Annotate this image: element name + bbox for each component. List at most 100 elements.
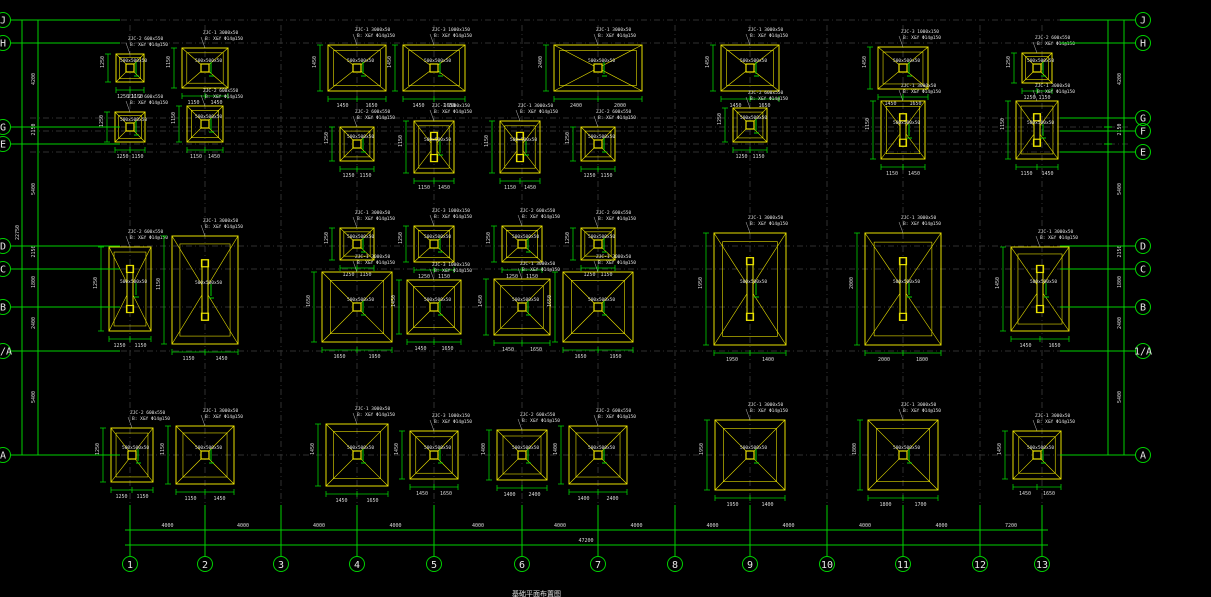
footing-dim-text: 1250	[506, 274, 518, 280]
pier-size-label: 500x500x50	[195, 445, 222, 451]
drawing-title: 基础平面布置图	[512, 589, 561, 597]
footing-reinforcement-label: B: X&Y Φ14@150	[598, 216, 636, 222]
label-leader	[745, 33, 751, 46]
footing-type-label: ZJC-2 600x550	[520, 412, 556, 418]
dimension-text-right: 2150	[1117, 123, 1123, 135]
dimension-lines: 4200215054002150180024005400227504200215…	[15, 20, 1125, 546]
footing-type-label: ZJC-1 3000x50	[596, 254, 632, 260]
axis-bubble	[742, 556, 758, 572]
pier-size-label: 500x500x50	[195, 58, 222, 64]
footing-dim-text: 1250	[717, 113, 723, 125]
footing-dim-text: 1450	[524, 185, 536, 191]
pier-size-label: 500x500x50	[512, 445, 539, 451]
footing-reinforcement-label: B: X&Y Φ14@150	[132, 416, 170, 422]
footing-step	[584, 231, 612, 257]
footing-dim-text: 1250	[486, 232, 492, 244]
label-leader	[593, 33, 599, 46]
axis-bubble	[1135, 343, 1151, 359]
footing-reinforcement-label: B: X&Y Φ14@150	[903, 89, 941, 95]
column	[200, 450, 210, 460]
axis-label-13: 13	[1036, 560, 1048, 571]
footing-reinforcement-label: B: X&Y Φ14@150	[130, 100, 168, 106]
dimension-text-bottom: 4000	[782, 523, 794, 529]
footing-dim-text: 1650	[443, 103, 455, 109]
footing-type-label: ZJC-1 3000x50	[203, 408, 239, 414]
footing-step	[723, 428, 777, 482]
footing-reinforcement-label: B: X&Y Φ14@150	[750, 96, 788, 102]
footing-type-label: ZJC-1 3000x50	[1035, 83, 1071, 89]
footing-dim-text: 1250	[116, 154, 128, 160]
footing-dim-text: 1650	[366, 498, 378, 504]
footing-dim-text: 1250	[735, 154, 747, 160]
footing-reinforcement-label: B: X&Y Φ14@150	[434, 268, 472, 274]
footing-dim-text: 1150	[438, 274, 450, 280]
column	[429, 450, 439, 460]
footing-type-label: ZJC-1 3000x50	[203, 218, 239, 224]
footing-type-label: ZJC-1 3000x50	[901, 215, 937, 221]
dimension-text-bottom: 4000	[706, 523, 718, 529]
axis-bubble	[1135, 35, 1151, 51]
dimension-text-left: 2150	[31, 123, 37, 135]
footing-dim-text: 1450	[416, 491, 428, 497]
column	[898, 312, 908, 321]
footing-reinforcement-label: B: X&Y Φ14@150	[1037, 41, 1075, 47]
footing-type-label: ZJC-1 3000x50	[203, 30, 239, 36]
column	[352, 139, 362, 149]
footing-reinforcement-label: B: X&Y Φ14@150	[750, 221, 788, 227]
label-leader	[125, 235, 131, 248]
footing-dim-text: 1450	[995, 277, 1001, 289]
footing-dim-text: 1250	[324, 232, 330, 244]
pier-size-label: 500x500x50	[588, 234, 615, 240]
footing-reinforcement-label: B: X&Y Φ14@150	[434, 109, 472, 115]
footing-dim-text: 1400	[762, 357, 774, 363]
footing-dim-text: 1150	[398, 135, 404, 147]
pier-size-label: 500x500x50	[424, 58, 451, 64]
footing-type-label: ZJC-2 600x550	[203, 88, 239, 94]
footing-dim-text: 1950	[726, 502, 738, 508]
footing-step	[343, 231, 371, 257]
footing-dim-text: 1250	[342, 272, 354, 278]
footing-step	[571, 280, 625, 334]
column	[593, 239, 603, 249]
footing-dim-text: 1150	[600, 272, 612, 278]
footing-reinforcement-label: B: X&Y Φ14@150	[522, 418, 560, 424]
label-leader	[1032, 419, 1038, 432]
label-leader	[745, 96, 751, 109]
column	[352, 450, 362, 460]
dimension-text-bottom: 4000	[554, 523, 566, 529]
footing-dim-text: 1150	[131, 154, 143, 160]
pier-size-label: 500x500x50	[424, 137, 451, 143]
footing-step	[408, 50, 460, 86]
column	[429, 302, 439, 312]
dimension-text-right: 5400	[1117, 183, 1123, 195]
footing-dim-text: 1650	[1048, 343, 1060, 349]
axis-label-10: 10	[821, 560, 833, 571]
column	[517, 302, 527, 312]
axis-bubble	[514, 556, 530, 572]
footing-step	[330, 280, 384, 334]
footing-dim-text: 1950	[368, 354, 380, 360]
label-leader	[429, 214, 435, 227]
label-leader	[898, 35, 904, 48]
footing-type-label: ZJC-1 3000x50	[1038, 229, 1074, 235]
footing-reinforcement-label: B: X&Y Φ14@150	[205, 224, 243, 230]
footing-reinforcement-label: B: X&Y Φ14@150	[903, 221, 941, 227]
footing-dim-text: 1150	[171, 112, 177, 124]
footing-step	[191, 110, 219, 138]
footing-dim-text: 1400	[761, 502, 773, 508]
label-leader	[517, 214, 523, 227]
footing-reinforcement-label: B: X&Y Φ14@150	[205, 414, 243, 420]
footing-type-label: ZJC-2 600x550	[596, 210, 632, 216]
footing-dim-text: 1650	[909, 101, 921, 107]
footing-type-label: ZJC-3 1000x150	[432, 103, 470, 109]
label-leader	[429, 268, 435, 281]
footing-step	[119, 57, 141, 79]
footing-dim-text: 1150	[160, 443, 166, 455]
pier-size-label: 500x500x50	[122, 445, 149, 451]
